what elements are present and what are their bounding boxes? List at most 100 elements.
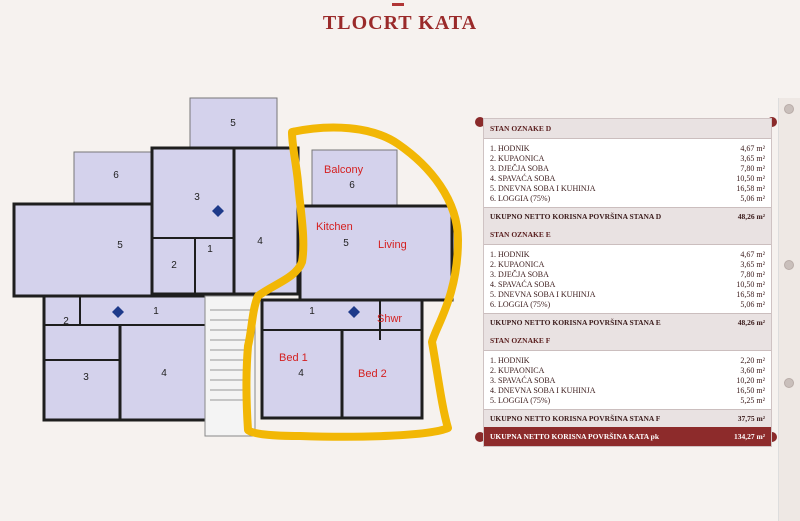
room-label: 2. KUPAONICA <box>490 154 545 163</box>
room-label: 5. DNEVNA SOBA I KUHINJA <box>490 184 596 193</box>
highlight-outline <box>242 123 462 441</box>
room-area: 7,80 m² <box>740 164 765 173</box>
binder-hole <box>784 104 794 114</box>
room-label: 5. DNEVNA SOBA I KUHINJA <box>490 290 596 299</box>
room-label: 6. LOGGIA (75%) <box>490 194 551 203</box>
section-title: STAN OZNAKE E <box>484 225 771 245</box>
room-label: 6. LOGGIA (75%) <box>490 300 551 309</box>
room-number: 6 <box>113 170 119 181</box>
table-row: 1. HODNIK 2,20 m² <box>490 356 765 366</box>
room-number: 1 <box>207 244 213 255</box>
annotation-balcony: Balcony <box>324 164 364 176</box>
room-area: 7,80 m² <box>740 270 765 279</box>
section-total: UKUPNO NETTO KORISNA POVRŠINA STANA E 48,… <box>484 313 771 331</box>
room-area: 10,20 m² <box>736 376 765 385</box>
room-label: 3. DJEČJA SOBA <box>490 164 549 173</box>
corner-dot-right-top <box>767 117 777 127</box>
table-row: 4. DNEVNA SOBA I KUHINJA 16,50 m² <box>490 386 765 396</box>
entrance-marker-e <box>212 205 224 217</box>
table-row: 2. KUPAONICA 3,65 m² <box>490 260 765 270</box>
table-row: 5. LOGGIA (75%) 5,25 m² <box>490 396 765 406</box>
grand-total: UKUPNA NETTO KORISNA POVRŠINA KATA pk 134… <box>484 427 771 446</box>
room-area: 10,50 m² <box>736 280 765 289</box>
room-number: 6 <box>349 180 355 191</box>
binder-strip <box>778 98 800 521</box>
corner-dot-top <box>475 117 485 127</box>
room-label: 2. KUPAONICA <box>490 366 545 375</box>
room-number: 1 <box>309 306 315 317</box>
annotation-kitchen: Kitchen <box>316 221 353 233</box>
room-number: 2 <box>63 316 69 327</box>
room-area: 10,50 m² <box>736 174 765 183</box>
loggia-left <box>73 151 153 205</box>
annotation-bed2: Bed 2 <box>358 368 387 380</box>
room-label: 4. SPAVAĆA SOBA <box>490 280 556 289</box>
room-area: 3,65 m² <box>740 260 765 269</box>
title-accent-bar <box>392 3 404 6</box>
apartment-d-living <box>12 202 154 298</box>
total-label: UKUPNO NETTO KORISNA POVRŠINA STANA D <box>490 212 662 221</box>
annotation-bed1: Bed 1 <box>279 352 308 364</box>
annotation-living: Living <box>378 239 407 251</box>
table-row: 6. LOGGIA (75%) 5,06 m² <box>490 194 765 204</box>
grand-total-label: UKUPNA NETTO KORISNA POVRŠINA KATA pk <box>490 432 659 441</box>
total-value: 37,75 m² <box>737 414 765 423</box>
room-number: 4 <box>257 236 263 247</box>
room-area: 4,67 m² <box>740 144 765 153</box>
room-label: 1. HODNIK <box>490 144 530 153</box>
apartment-e-living <box>232 146 300 296</box>
room-area: 3,60 m² <box>740 366 765 375</box>
room-number: 4 <box>161 368 167 379</box>
section-title: STAN OZNAKE D <box>484 119 771 139</box>
floor-plan: 5 6 3 4 5 1 2 2 1 3 4 6 5 1 4 Balcony Ki… <box>12 97 462 441</box>
entrance-marker-d <box>112 306 124 318</box>
room-area: 5,25 m² <box>740 396 765 405</box>
room-area: 2,20 m² <box>740 356 765 365</box>
room-area: 16,50 m² <box>736 386 765 395</box>
room-area: 16,58 m² <box>736 290 765 299</box>
room-label: 2. KUPAONICA <box>490 260 545 269</box>
room-area: 5,06 m² <box>740 300 765 309</box>
room-area: 3,65 m² <box>740 154 765 163</box>
room-label: 1. HODNIK <box>490 356 530 365</box>
room-number: 1 <box>153 306 159 317</box>
page-title: TLOCRT KATA <box>322 12 478 34</box>
room-number: 5 <box>230 118 236 129</box>
grand-total-value: 134,27 m² <box>734 432 765 441</box>
room-number: 3 <box>83 372 89 383</box>
entrance-marker-f <box>348 306 360 318</box>
room-number: 5 <box>117 240 123 251</box>
section-title: STAN OZNAKE F <box>484 331 771 351</box>
room-number: 4 <box>298 368 304 379</box>
table-row: 4. SPAVAĆA SOBA 10,50 m² <box>490 174 765 184</box>
room-label: 5. LOGGIA (75%) <box>490 396 551 405</box>
table-row: 6. LOGGIA (75%) 5,06 m² <box>490 300 765 310</box>
annotation-shower: Shwr <box>377 313 402 325</box>
loggia-top <box>189 97 278 149</box>
room-number: 2 <box>171 260 177 271</box>
binder-hole <box>784 378 794 388</box>
table-row: 1. HODNIK 4,67 m² <box>490 144 765 154</box>
total-label: UKUPNO NETTO KORISNA POVRŠINA STANA E <box>490 318 661 327</box>
binder-hole <box>784 260 794 270</box>
room-label: 4. DNEVNA SOBA I KUHINJA <box>490 386 596 395</box>
apartment-e-rooms <box>150 146 236 296</box>
total-value: 48,26 m² <box>737 318 765 327</box>
section-apartment-f: STAN OZNAKE F 1. HODNIK 2,20 m² 2. KUPAON… <box>484 331 771 427</box>
section-apartment-d: STAN OZNAKE D 1. HODNIK 4,67 m² 2. KUPAON… <box>484 119 771 225</box>
table-row: 5. DNEVNA SOBA I KUHINJA 16,58 m² <box>490 290 765 300</box>
table-row: 2. KUPAONICA 3,60 m² <box>490 366 765 376</box>
table-row: 3. DJEČJA SOBA 7,80 m² <box>490 164 765 174</box>
room-label: 3. DJEČJA SOBA <box>490 270 549 279</box>
room-label: 1. HODNIK <box>490 250 530 259</box>
room-label: 4. SPAVAĆA SOBA <box>490 174 556 183</box>
area-table: STAN OZNAKE D 1. HODNIK 4,67 m² 2. KUPAON… <box>483 118 772 447</box>
room-number: 3 <box>194 192 200 203</box>
table-row: 2. KUPAONICA 3,65 m² <box>490 154 765 164</box>
room-area: 5,06 m² <box>740 194 765 203</box>
